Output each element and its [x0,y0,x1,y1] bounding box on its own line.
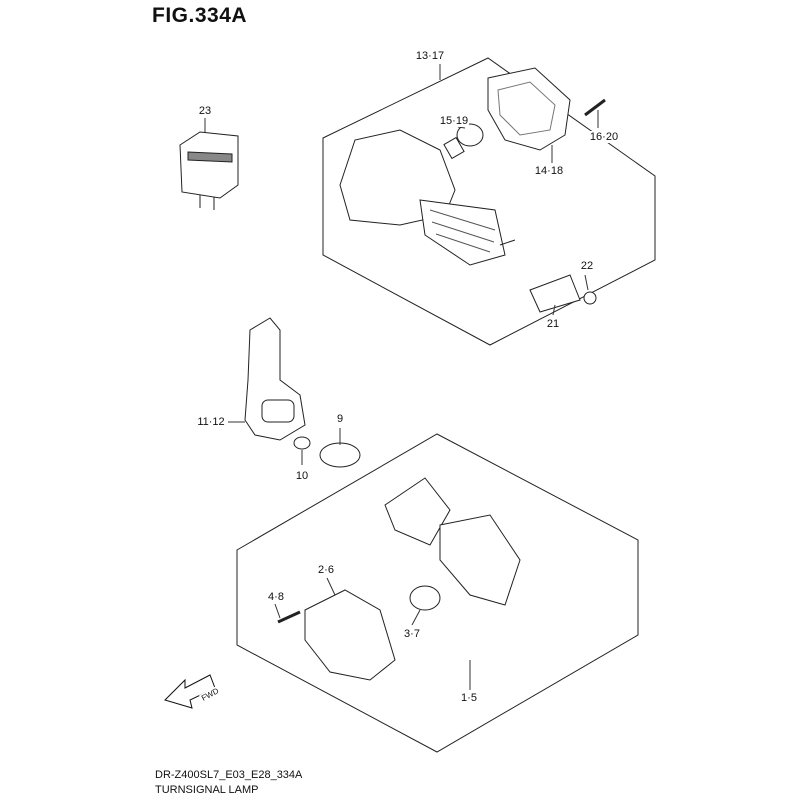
upper-assembly-frame [322,57,656,346]
part-ref-14-18[interactable]: 14·18 [533,165,565,177]
bulb-3-7 [409,585,441,611]
plate-21-22 [529,274,597,313]
part-ref-2-6[interactable]: 2·6 [317,564,335,576]
screw-16-20 [584,98,606,117]
part-ref-15-19[interactable]: 15·19 [438,115,470,127]
part-ref-3-7[interactable]: 3·7 [403,628,421,640]
washer-10 [293,436,311,450]
model-code: DR-Z400SL7_E03_E28_334A [155,769,303,781]
figure-title: FIG.334A [152,4,248,27]
part-ref-10[interactable]: 10 [294,470,310,482]
part-ref-21[interactable]: 21 [545,318,561,330]
part-ref-22[interactable]: 22 [579,260,595,272]
bulb-15-19 [456,123,484,147]
grommet-9 [319,442,361,468]
relay-23 [179,131,239,210]
part-ref-16-20[interactable]: 16·20 [588,131,620,143]
diagram-caption: TURNSIGNAL LAMP [155,784,259,796]
part-ref-1-5[interactable]: 1·5 [460,692,478,704]
lower-lamp-housing [384,477,521,606]
part-ref-23[interactable]: 23 [197,105,213,117]
part-ref-4-8[interactable]: 4·8 [267,591,285,603]
fwd-arrow-icon [164,674,216,709]
screw-4-8 [277,610,301,624]
upper-lamp-housing [339,129,516,266]
part-ref-11-12[interactable]: 11·12 [196,416,226,428]
part-ref-13-17[interactable]: 13·17 [414,50,446,62]
upper-lens [487,67,571,151]
lower-lens [304,589,396,681]
lower-assembly-frame [236,433,639,753]
part-ref-9[interactable]: 9 [335,413,345,425]
